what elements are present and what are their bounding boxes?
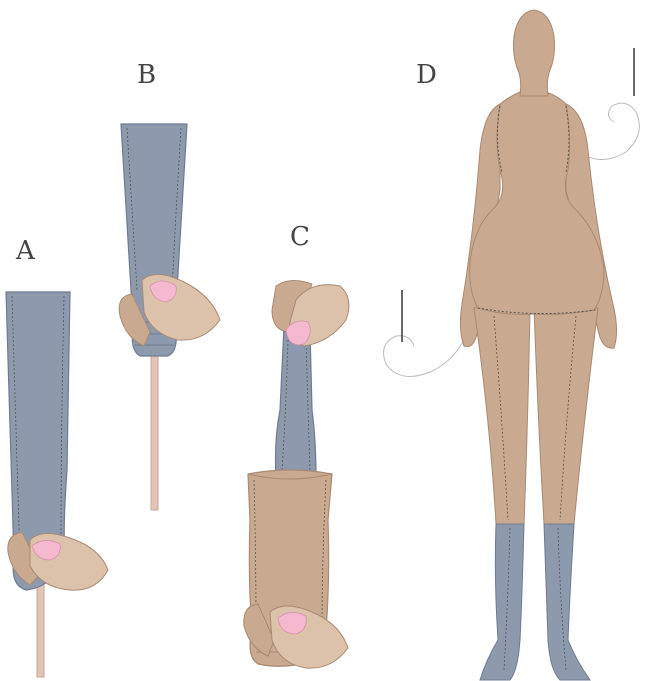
- doll-leg-left: [474, 308, 530, 524]
- doll-boot-left: [480, 524, 524, 680]
- doll-head: [514, 10, 555, 96]
- step-c-illustration: [244, 280, 349, 668]
- thread-icon: [384, 326, 470, 377]
- stick-icon: [151, 352, 158, 510]
- step-d-illustration: [384, 10, 640, 680]
- doll-leg-right: [534, 308, 598, 524]
- step-b-illustration: [119, 124, 220, 510]
- doll-boot-right: [544, 524, 590, 680]
- step-a-illustration: [6, 292, 108, 677]
